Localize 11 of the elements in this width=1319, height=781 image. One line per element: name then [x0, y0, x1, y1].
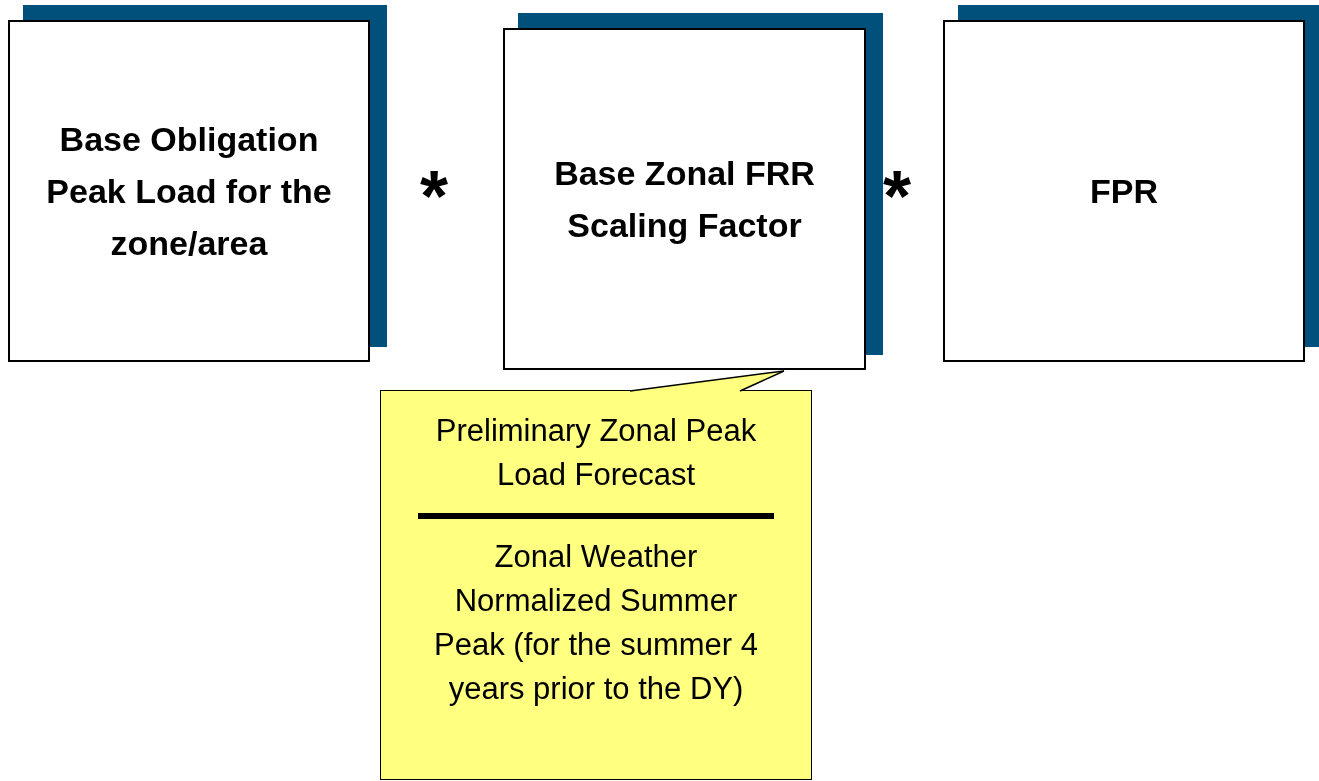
- box-text: Base Zonal FRR Scaling Factor: [553, 153, 816, 246]
- process-box: [943, 20, 1305, 362]
- callout-text: Zonal Weather Normalized Summer Peak (for the summer 4 years prior to the DY): [433, 538, 759, 708]
- box-text: FPR: [1090, 171, 1158, 212]
- callout-box: [380, 390, 812, 780]
- process-box: [503, 28, 866, 370]
- callout-text: Preliminary Zonal Peak Load Forecast: [434, 412, 758, 494]
- multiply-operator: *: [883, 160, 912, 232]
- multiply-operator: *: [420, 160, 449, 232]
- box-text: Base Obligation Peak Load for the zone/area: [45, 119, 333, 264]
- process-box: [8, 20, 370, 362]
